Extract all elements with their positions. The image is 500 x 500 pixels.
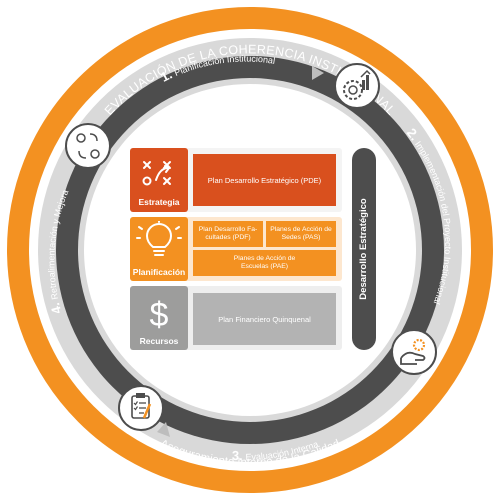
pde-plan-box: Plan Desarrollo Estratégico (PDE): [193, 154, 336, 206]
planificacion-label: Planificación: [132, 267, 186, 277]
recursos-category: $ Recursos: [130, 286, 188, 350]
svg-text:$: $: [150, 296, 169, 332]
arrow-stage-3: [157, 422, 170, 437]
hand-gear-icon: [391, 329, 437, 375]
people-exchange-icon: [65, 123, 111, 169]
lightbulb-icon: [136, 221, 182, 256]
desarrollo-estrategico-bar: [352, 148, 376, 350]
pdf-plan-box: Plan Desarrollo Fa-cultades (PDF): [193, 221, 263, 247]
estrategia-category: Estrategia: [130, 148, 188, 212]
pae-plan-box: Planes de Acción de Escuelas (PAE): [193, 250, 336, 276]
desarrollo-estrategico-label: Desarrollo Estratégico: [358, 198, 369, 300]
arrow-stage-1: [312, 66, 324, 80]
recursos-label: Recursos: [139, 336, 179, 346]
dollar-icon: $: [150, 296, 169, 332]
estrategia-label: Estrategia: [138, 197, 180, 207]
financiero-plan-box: Plan Financiero Quinquenal: [193, 293, 336, 345]
planificacion-category: Planificación: [130, 217, 188, 281]
gear-chart-icon: [334, 63, 380, 109]
outer-orange-ring: [7, 7, 493, 493]
strategy-play-icon: [142, 161, 171, 186]
pas-plan-box: Planes de Acción de Sedes (PAS): [266, 221, 336, 247]
clipboard-checklist-icon: [118, 385, 164, 431]
